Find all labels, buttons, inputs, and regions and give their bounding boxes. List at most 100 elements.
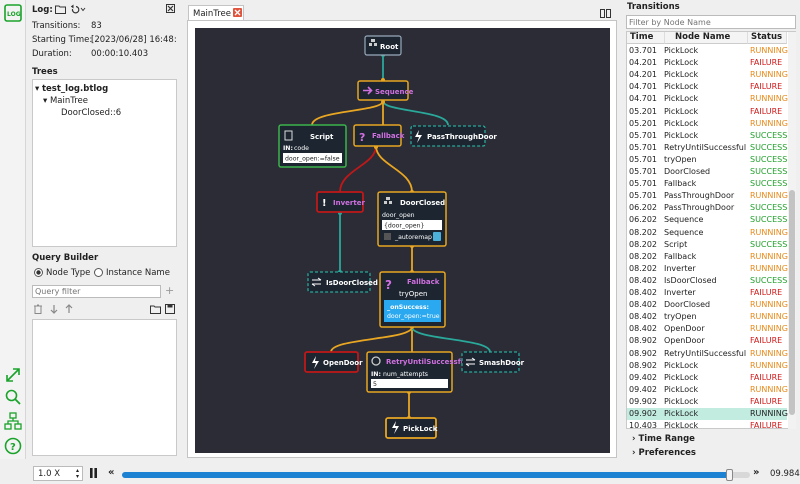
timeline-slider[interactable]: [122, 469, 750, 481]
duration-label: Duration:: [32, 49, 72, 59]
radio-instance-name[interactable]: [94, 268, 103, 277]
node-fallback-1[interactable]: Fallback ?: [353, 124, 405, 147]
col-time-header[interactable]: Time: [627, 32, 665, 44]
delete-icon[interactable]: [33, 304, 43, 314]
col-node-header[interactable]: Node Name: [665, 32, 748, 44]
node-fallback-tryopen[interactable]: Fallback tryOpen ? _onSuccess: door_open…: [379, 271, 446, 328]
behavior-tree-canvas[interactable]: Root Sequence Script IN: code door_open:…: [195, 28, 610, 453]
help-icon[interactable]: ?: [4, 437, 22, 455]
transitions-scrollbar[interactable]: [788, 32, 796, 429]
close-tab-icon[interactable]: [233, 8, 242, 17]
node-name-filter-input[interactable]: [626, 15, 796, 29]
node-sequence[interactable]: Sequence: [357, 80, 414, 101]
log-icon[interactable]: LOG: [4, 4, 22, 22]
split-view-icon[interactable]: [600, 9, 611, 18]
svg-text:RetryUntilSuccessful: RetryUntilSuccessful: [386, 358, 468, 366]
node-isdoorclosed[interactable]: IsDoorClosed: [307, 271, 378, 293]
cell-status: RUNNING: [750, 94, 788, 104]
node-smashdoor[interactable]: SmashDoor: [461, 351, 525, 373]
tree-item-maintree[interactable]: ▾ MainTree: [43, 96, 88, 106]
node-script[interactable]: Script IN: code door_open:=false: [278, 124, 347, 168]
transitions-value: 83: [91, 21, 102, 31]
save-query-icon[interactable]: [165, 304, 175, 314]
radio-node-type[interactable]: [34, 268, 43, 277]
move-up-icon[interactable]: [64, 304, 74, 314]
query-filter-input[interactable]: [32, 285, 161, 298]
node-inverter[interactable]: Inverter !: [316, 191, 365, 213]
cell-status: FAILURE: [750, 372, 783, 382]
timeline-handle[interactable]: [725, 469, 733, 481]
cell-status: FAILURE: [750, 288, 783, 297]
load-query-folder-icon[interactable]: [150, 304, 161, 314]
fallback-question-icon: ?: [359, 131, 365, 144]
tree-item-doorclosed[interactable]: DoorClosed::6: [61, 108, 122, 118]
add-query-icon[interactable]: +: [165, 284, 175, 297]
cell-node: tryOpen: [664, 154, 697, 164]
fit-view-icon[interactable]: [4, 366, 22, 384]
node-doorclosed[interactable]: DoorClosed door_open {door_open} _autore…: [377, 191, 447, 247]
node-root[interactable]: Root: [364, 35, 402, 56]
close-log-icon[interactable]: [166, 4, 175, 13]
scrollbar-thumb[interactable]: [789, 190, 795, 415]
svg-text:SmashDoor: SmashDoor: [479, 359, 525, 367]
col-status-header[interactable]: Status: [748, 32, 787, 44]
rewind-icon[interactable]: «: [108, 467, 115, 478]
preferences-section[interactable]: › Preferences: [632, 448, 696, 458]
node-opendoor[interactable]: OpenDoor: [304, 351, 363, 373]
tab-maintree[interactable]: MainTree: [188, 5, 244, 21]
node-passthroughdoor[interactable]: PassThroughDoor: [410, 125, 497, 147]
left-toolbar: LOG ?: [0, 0, 26, 484]
time-range-section[interactable]: › Time Range: [632, 434, 695, 444]
search-icon[interactable]: [4, 388, 22, 406]
pause-icon[interactable]: [89, 468, 98, 478]
cell-time: 09.402: [629, 372, 657, 382]
cell-node: PassThroughDoor: [664, 203, 735, 213]
reload-icon[interactable]: [70, 4, 86, 14]
speed-spinbox[interactable]: 1.0 X▴▾: [33, 466, 83, 481]
fast-forward-icon[interactable]: »: [753, 467, 760, 478]
cell-status: RUNNING: [750, 348, 788, 358]
tree-file-item[interactable]: ▾ test_log.btlog: [35, 84, 109, 94]
node-picklock[interactable]: PickLock: [385, 417, 438, 439]
query-results-panel: [32, 319, 177, 456]
cell-time: 05.201: [629, 118, 657, 128]
cell-status: RUNNING: [750, 324, 788, 334]
move-down-icon[interactable]: [49, 304, 59, 314]
tree-icon[interactable]: [4, 412, 22, 430]
node-retry[interactable]: RetryUntilSuccessful IN: num_attempts 5: [366, 351, 468, 393]
open-folder-icon[interactable]: [55, 4, 66, 14]
sequence-arrow-icon: [363, 86, 373, 95]
